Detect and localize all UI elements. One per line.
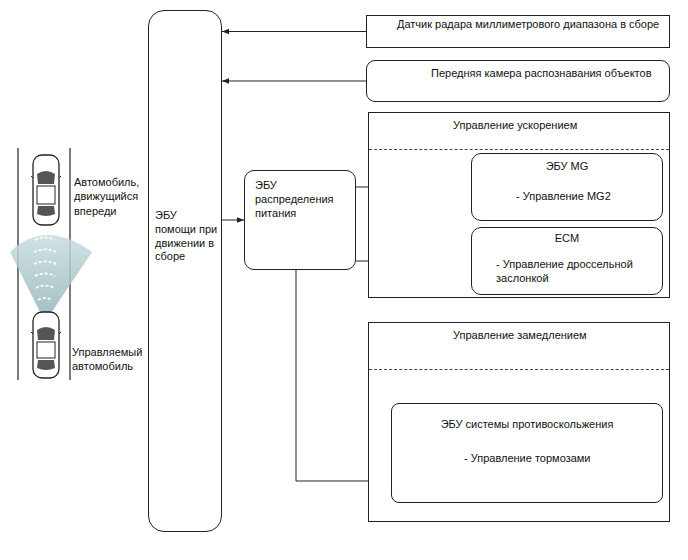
preceding-car [31,155,61,225]
box-title: ECM [472,228,662,248]
sensor-box: Датчик радара миллиметрового диапазона в… [366,15,670,48]
box-body: - Управление MG2 [472,176,662,208]
radar-waves [34,238,56,301]
box-title: Передняя камера распознавания объектов [367,61,669,83]
box-title: ЭБУ распределения питания [245,171,355,222]
radar-cone [10,235,92,322]
ecu-box: ЭБУ помощи при движении в сборе [148,10,222,532]
box-title: Управление ускорением [369,113,669,135]
box-title: ЭБУ MG [472,154,662,176]
control-group: Управление замедлениемЭБУ системы против… [368,322,670,522]
signal-arrow [222,31,366,32]
box-body: - Управление дроссельной заслонкой [472,248,662,290]
ecu-box: ЭБУ системы противоскольжения- Управлени… [391,403,663,503]
ecu-box: ЭБУ распределения питания [244,170,356,270]
box-body: - Управление тормозами [392,434,662,470]
signal-arrow [222,81,366,82]
ecu-box: ЭБУ MG- Управление MG2 [471,153,663,221]
divider-line [369,369,669,370]
control-group: Управление ускорениемЭБУ MG- Управление … [368,112,670,298]
divider-line [369,149,669,150]
signal-arrow [222,220,244,221]
vehicle-label: Управляемый автомобиль [72,345,148,374]
host-car [31,312,61,378]
box-title: Управление замедлением [369,323,669,345]
vehicle-label: Автомобиль, движущийся впереди [74,175,148,218]
box-title: ЭБУ помощи при движении в сборе [149,11,221,266]
ecu-box: ECM- Управление дроссельной заслонкой [471,227,663,295]
box-title: Датчик радара миллиметрового диапазона в… [367,16,669,34]
box-title: ЭБУ системы противоскольжения [392,404,662,434]
camera-box: Передняя камера распознавания объектов [366,60,670,102]
